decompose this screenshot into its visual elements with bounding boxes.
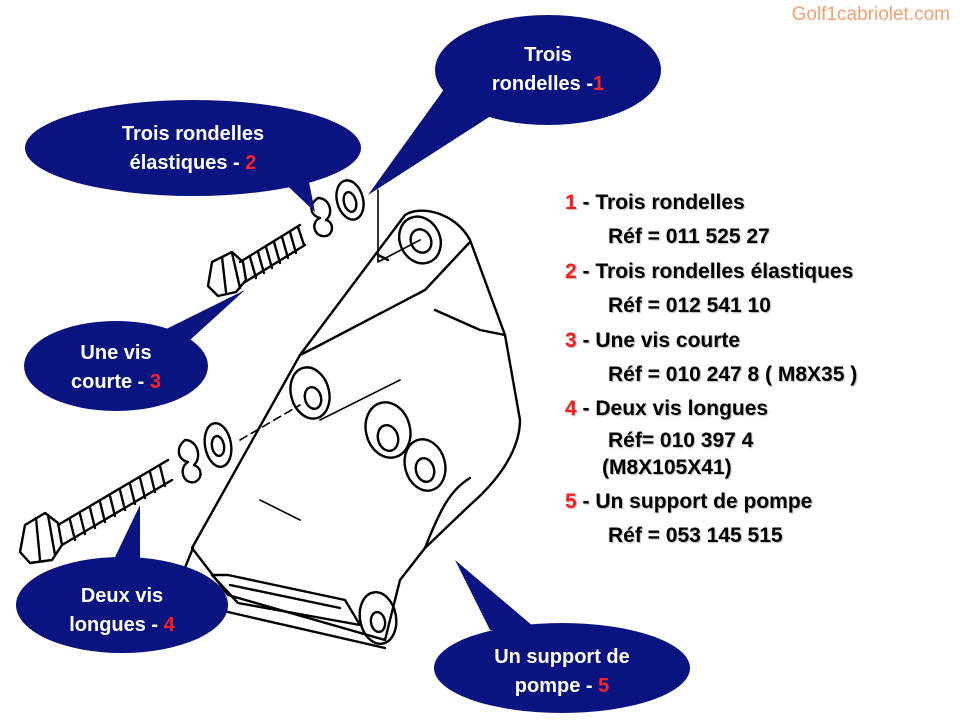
legend-item-4: 4 - Deux vis longues (565, 397, 769, 421)
legend-item-3: 3 - Une vis courte (565, 328, 741, 352)
legend-item-1: 1 - Trois rondelles (565, 191, 745, 214)
left-boss (289, 366, 331, 420)
callout-4-bubble (16, 557, 228, 653)
callout-3-number: 3 (149, 371, 162, 393)
top-hole-boss (398, 215, 442, 265)
washer-1 (335, 179, 365, 221)
callout-3-text: Une vis courte - 3 (70, 342, 162, 393)
legend-ref-4-size: (M8X105X41) (602, 455, 732, 479)
callout-5-text: Un support de pompe - 5 (494, 646, 630, 697)
callout-1-bubble (435, 15, 661, 125)
right-boss (403, 438, 447, 492)
legend-ref-1: Réf = 011 525 27 (608, 225, 770, 249)
callout-2-text: Trois rondelles élastiques - 2 (121, 123, 265, 174)
bottom-boss (358, 591, 398, 645)
callout-1-number: 1 (593, 73, 605, 95)
callout-4-number: 4 (163, 614, 175, 636)
watermark: Golf1cabriolet.com (791, 4, 950, 25)
washer-1-lower (203, 422, 233, 468)
callout-5-number: 5 (598, 675, 610, 697)
legend-ref-5: Réf = 053 145 515 (608, 524, 783, 548)
callout-1-text: Trois rondelles -1 (491, 44, 605, 95)
parts-legend: 1 - Trois rondelles Réf = 011 525 27 2 -… (565, 186, 955, 554)
legend-ref-2: Réf = 012 541 10 (608, 294, 771, 318)
callout-4-text: Deux vis longues - 4 (69, 585, 175, 636)
spring-washer-2 (310, 196, 334, 238)
legend-item-5: 5 - Un support de pompe (565, 489, 813, 513)
short-screw-3 (206, 223, 307, 298)
callout-3-bubble (24, 321, 208, 411)
legend-ref-4: Réf= 010 397 4 (608, 428, 754, 452)
pointer-5 (455, 560, 540, 632)
legend-item-2: 2 - Trois rondelles élastiques (565, 259, 854, 283)
pump-support-bracket (178, 209, 522, 650)
pointer-1 (368, 88, 500, 195)
spring-washer-2-lower (177, 438, 202, 484)
callout-2-number: 2 (245, 152, 257, 174)
callout-2-bubble (25, 100, 361, 196)
legend-ref-3: Réf = 010 247 8 ( M8X35 ) (608, 362, 858, 386)
callout-5-bubble (434, 623, 690, 713)
center-boss (364, 401, 412, 459)
long-screw-4 (18, 458, 174, 565)
